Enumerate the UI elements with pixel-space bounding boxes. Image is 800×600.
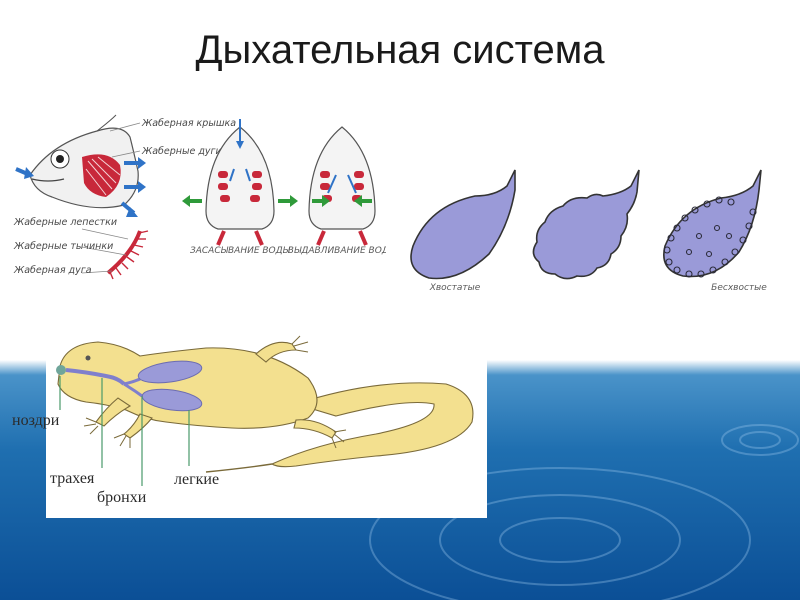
fish-gills-diagram: Жаберная крышка Жаберные дуги Жаберные л…: [12, 113, 386, 285]
lung-spongy-tailless: [663, 169, 762, 278]
lizard-respiratory-diagram: [46, 318, 487, 518]
caption-tailless: Бесхвостые: [711, 283, 767, 293]
lizard-eye: [85, 355, 91, 361]
lizard-lung-lower: [141, 388, 203, 412]
gill-arch-illustration: [106, 230, 149, 280]
caption-suction: ЗАСАСЫВАНИЕ ВОДЫ: [190, 246, 291, 256]
gill-cross-section-suction: [182, 119, 298, 246]
lizard-nostril: [56, 365, 66, 375]
slide-title: Дыхательная система: [195, 28, 605, 72]
lung-alveolar: [532, 169, 640, 280]
label-lungs: легкие: [174, 471, 219, 488]
gill-cross-section-expulsion: [308, 126, 376, 246]
lung-smooth-tailed: [410, 169, 516, 280]
label-operculum: Жаберная крышка: [141, 118, 236, 129]
label-gill-rakers: Жаберные тычинки: [13, 241, 113, 252]
caption-tailed: Хвостатые: [429, 283, 481, 293]
label-gill-filaments: Жаберные лепестки: [13, 217, 117, 228]
label-gill-arches: Жаберные дуги: [141, 146, 222, 157]
fish-head-illustration: [15, 114, 146, 217]
amphibian-lungs-diagram: Хвостатые Бесхвостые: [399, 166, 778, 293]
label-bronchi: бронхи: [97, 489, 147, 506]
label-gill-arch: Жаберная дуга: [13, 265, 92, 276]
lizard-lung-upper: [137, 360, 203, 384]
caption-expulsion: ВЫДАВЛИВАНИЕ ВОДЫ: [288, 246, 386, 256]
label-trachea: трахея: [50, 470, 95, 487]
lizard-trachea: [65, 368, 126, 386]
label-nostrils: ноздри: [12, 412, 60, 429]
lizard-body-illustration: [57, 341, 474, 468]
